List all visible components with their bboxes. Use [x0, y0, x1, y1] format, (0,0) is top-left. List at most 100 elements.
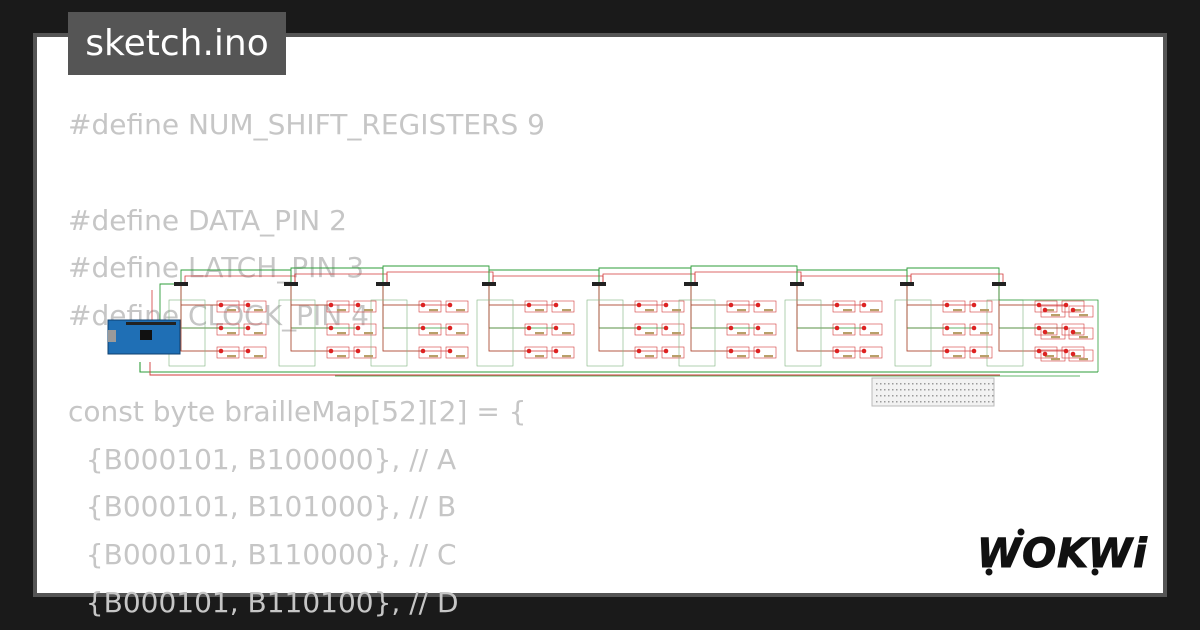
- breadboard-hole: [924, 389, 926, 391]
- breadboard-hole: [876, 401, 878, 403]
- resistor: [429, 355, 438, 358]
- led: [420, 348, 426, 354]
- led-loop: [859, 300, 883, 313]
- breadboard-hole: [916, 383, 918, 385]
- mcu-chip: [140, 330, 152, 340]
- led-loop: [243, 323, 267, 336]
- breadboard-hole: [932, 389, 934, 391]
- breadboard-hole: [904, 401, 906, 403]
- breadboard-hole: [892, 389, 894, 391]
- resistor: [535, 309, 544, 312]
- led-loop: [726, 300, 750, 313]
- resistor: [737, 355, 746, 358]
- led: [1042, 329, 1048, 335]
- resistor: [980, 309, 989, 312]
- led-loop: [753, 346, 777, 359]
- led: [355, 325, 361, 331]
- resistor: [337, 355, 346, 358]
- breadboard-hole: [916, 395, 918, 397]
- file-title: sketch.ino: [85, 23, 269, 64]
- shift-register: [284, 282, 298, 286]
- resistor: [980, 332, 989, 335]
- breadboard-hole: [968, 395, 970, 397]
- resistor: [672, 332, 681, 335]
- breadboard-hole: [876, 389, 878, 391]
- breadboard-hole: [940, 401, 942, 403]
- power-wire: [800, 275, 912, 284]
- resistor: [870, 355, 879, 358]
- led-wire: [382, 286, 450, 352]
- led-loop: [216, 323, 240, 336]
- breadboard-hole: [936, 383, 938, 385]
- led-wire: [290, 286, 358, 329]
- breadboard-hole: [928, 383, 930, 385]
- breadboard-hole: [936, 389, 938, 391]
- resistor: [1079, 314, 1088, 317]
- resistor: [737, 309, 746, 312]
- led-loop: [326, 346, 350, 359]
- led: [218, 348, 224, 354]
- wokwi-logo-text: WOKWi: [977, 531, 1148, 577]
- led: [971, 302, 977, 308]
- led-wire: [180, 286, 221, 352]
- breadboard-hole: [888, 389, 890, 391]
- bus-wire: [690, 265, 798, 284]
- led-wire: [382, 286, 450, 306]
- resistor: [843, 332, 852, 335]
- breadboard-hole: [916, 401, 918, 403]
- breadboard-hole: [940, 395, 942, 397]
- breadboard-hole: [936, 401, 938, 403]
- breadboard-hole: [892, 383, 894, 385]
- led-loop: [551, 300, 575, 313]
- led-loop: [1061, 323, 1085, 336]
- code-line: {B000101, B110000}, // C: [68, 538, 457, 572]
- led-loop: [832, 323, 856, 336]
- resistor: [364, 309, 373, 312]
- breadboard-hole: [920, 395, 922, 397]
- resistor: [1079, 336, 1088, 339]
- led-loop: [1034, 323, 1058, 336]
- resistor: [843, 355, 852, 358]
- led-loop: [1040, 349, 1066, 362]
- breadboard-hole: [912, 401, 914, 403]
- led: [728, 302, 734, 308]
- led-wire: [690, 286, 758, 329]
- breadboard-hole: [892, 395, 894, 397]
- led: [218, 302, 224, 308]
- led-loop: [418, 300, 442, 313]
- led: [1070, 329, 1076, 335]
- led-wire: [180, 286, 248, 329]
- breadboard-hole: [908, 395, 910, 397]
- module-outline: [894, 299, 932, 367]
- breadboard-hole: [968, 383, 970, 385]
- resistor: [953, 332, 962, 335]
- breadboard-hole: [980, 395, 982, 397]
- led: [1070, 351, 1076, 357]
- led: [755, 325, 761, 331]
- breadboard-hole: [956, 395, 958, 397]
- code-line: #define DATA_PIN 2: [68, 203, 347, 237]
- led-wire: [998, 286, 1039, 329]
- led: [245, 325, 251, 331]
- breadboard-hole: [884, 389, 886, 391]
- resistor: [870, 332, 879, 335]
- led-wire: [488, 286, 529, 329]
- module-outline: [370, 299, 408, 367]
- led-loop: [726, 346, 750, 359]
- led: [971, 348, 977, 354]
- resistor: [980, 355, 989, 358]
- led-loop: [524, 300, 548, 313]
- led-wire: [796, 286, 837, 306]
- led-loop: [969, 323, 993, 336]
- led-loop: [216, 346, 240, 359]
- led: [245, 302, 251, 308]
- breadboard-hole: [992, 389, 994, 391]
- resistor: [535, 355, 544, 358]
- resistor: [1045, 332, 1054, 335]
- led: [1036, 325, 1042, 331]
- led-loop: [353, 323, 377, 336]
- breadboard-hole: [960, 383, 962, 385]
- led-wire: [690, 286, 731, 306]
- breadboard-hole: [964, 395, 966, 397]
- led: [1070, 307, 1076, 313]
